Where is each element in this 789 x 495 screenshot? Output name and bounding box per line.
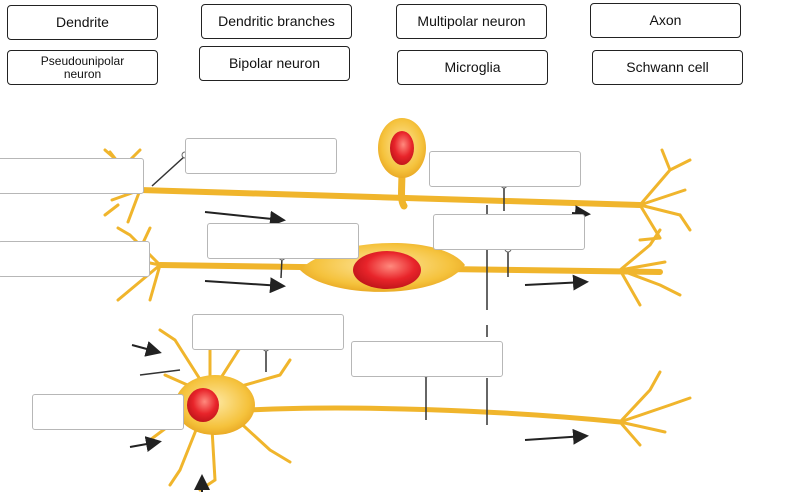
drop-target-2[interactable] — [0, 158, 144, 194]
drop-target-6[interactable] — [0, 241, 150, 277]
flow-arrow-5 — [131, 341, 162, 357]
word-chip-multipolar-neuron[interactable]: Multipolar neuron — [396, 4, 547, 39]
flow-arrow-1 — [204, 210, 286, 227]
drop-target-7[interactable] — [192, 314, 344, 350]
drop-target-8[interactable] — [351, 341, 503, 377]
drop-target-5[interactable] — [433, 214, 585, 250]
bipolar-nucleus — [353, 251, 421, 289]
drop-target-3[interactable] — [429, 151, 581, 187]
word-chip-dendrite[interactable]: Dendrite — [7, 5, 158, 40]
word-chip-bipolar-neuron[interactable]: Bipolar neuron — [199, 46, 350, 81]
multipolar-nucleus — [187, 388, 219, 422]
flow-arrow-3 — [204, 277, 286, 294]
flow-arrow-4 — [524, 274, 589, 291]
drop-target-9[interactable] — [32, 394, 184, 430]
pseudounipolar-nucleus — [390, 131, 414, 165]
drop-target-1[interactable] — [185, 138, 337, 174]
drop-target-4[interactable] — [207, 223, 359, 259]
word-chip-schwann-cell[interactable]: Schwann cell — [592, 50, 743, 85]
word-chip-dendritic-branches[interactable]: Dendritic branches — [201, 4, 352, 39]
flow-arrow-6 — [129, 436, 162, 452]
word-chip-axon[interactable]: Axon — [590, 3, 741, 38]
flow-arrow-2 — [571, 205, 591, 222]
flow-arrow-8 — [524, 428, 589, 445]
word-chip-microglia[interactable]: Microglia — [397, 50, 548, 85]
word-chip-pseudounipolar-neuron[interactable]: Pseudounipolar neuron — [7, 50, 158, 85]
